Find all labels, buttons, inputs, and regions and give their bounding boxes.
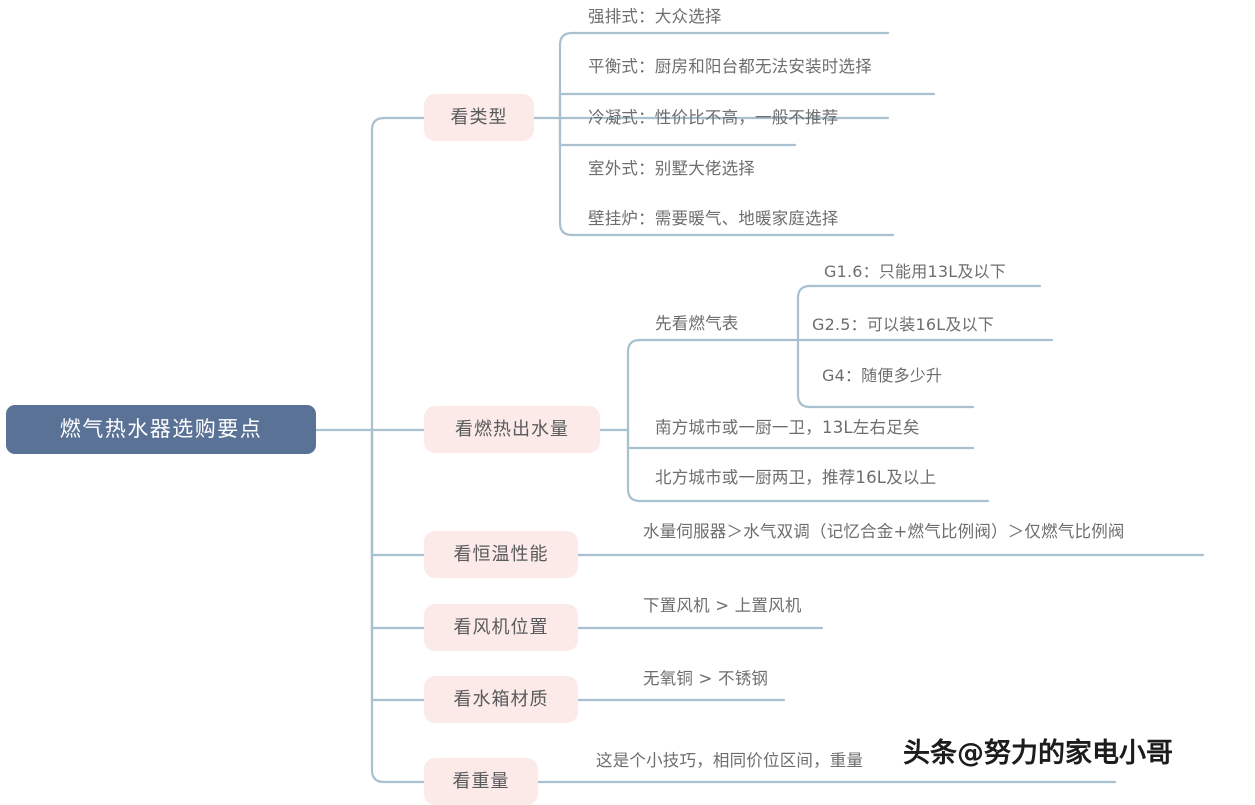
watermark: 头条@努力的家电小哥 [903, 740, 1173, 767]
leaf-subitem[interactable]: G1.6：只能用13L及以下 [824, 262, 1006, 281]
leaf-item[interactable]: 冷凝式：性价比不高，一般不推荐 [588, 108, 839, 127]
spine-to-branch-4 [370, 428, 426, 630]
leaf-item[interactable]: 平衡式：厨房和阳台都无法安装时选择 [588, 57, 872, 76]
root-node-label: 燃气热水器选购要点 [59, 417, 263, 441]
watermark-source: 头条 [903, 738, 957, 769]
leaf-item[interactable]: 北方城市或一厨两卫，推荐16L及以上 [655, 468, 937, 487]
branch2-child1 [626, 338, 792, 432]
spine-to-branch-5 [370, 428, 426, 702]
spine-to-branch-1 [370, 116, 426, 432]
branch-node-看水箱材质[interactable]: 看水箱材质 [424, 676, 578, 723]
branch-node-看重量[interactable]: 看重量 [424, 758, 538, 805]
branch-node-label: 看水箱材质 [453, 688, 549, 710]
spine-to-branch-6 [370, 428, 426, 784]
watermark-handle: @努力的家电小哥 [957, 738, 1173, 769]
leaf-subitem[interactable]: G4：随便多少升 [822, 366, 943, 385]
branch-node-label: 看燃热出水量 [455, 418, 569, 440]
branch2-child3 [626, 428, 990, 503]
leaf-subitem[interactable]: G2.5：可以装16L及以下 [812, 315, 994, 334]
branch-node-看燃热出水量[interactable]: 看燃热出水量 [424, 406, 600, 453]
spine-to-branch-3 [370, 428, 426, 557]
leaf-item[interactable]: 这是个小技巧，相同价位区间，重量 [596, 751, 864, 770]
root-node[interactable]: 燃气热水器选购要点 [6, 405, 316, 454]
leaf-item[interactable]: 室外式：别墅大佬选择 [588, 159, 755, 178]
branch-node-看风机位置[interactable]: 看风机位置 [424, 604, 578, 651]
leaf-item[interactable]: 先看燃气表 [655, 314, 739, 333]
branch-node-label: 看类型 [450, 106, 508, 128]
leaf-item[interactable]: 强排式：大众选择 [588, 7, 722, 26]
leaf-item[interactable]: 水量伺服器＞水气双调（记忆合金+燃气比例阀）＞仅燃气比例阀 [643, 522, 1125, 541]
leaf-item[interactable]: 壁挂炉：需要暖气、地暖家庭选择 [588, 209, 839, 228]
branch-node-label: 看恒温性能 [453, 543, 549, 565]
branch-node-看恒温性能[interactable]: 看恒温性能 [424, 531, 578, 578]
branch-node-label: 看重量 [452, 770, 510, 792]
leaf-item[interactable]: 无氧铜 > 不锈钢 [643, 669, 769, 688]
branch-node-看类型[interactable]: 看类型 [424, 94, 534, 141]
leaf-item[interactable]: 下置风机 > 上置风机 [643, 596, 802, 615]
branch-node-label: 看风机位置 [453, 616, 549, 638]
leaf-item[interactable]: 南方城市或一厨一卫，13L左右足矣 [655, 418, 920, 437]
